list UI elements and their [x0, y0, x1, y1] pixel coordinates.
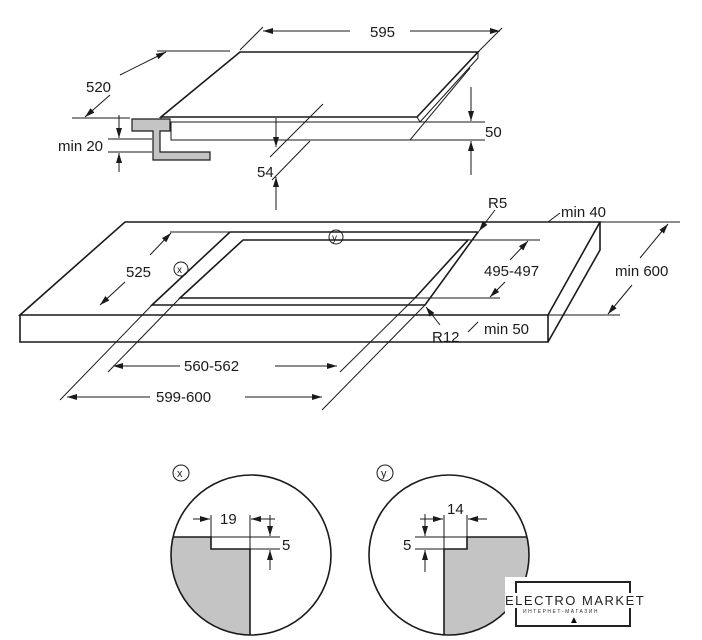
marker-y-circle	[328, 229, 344, 245]
watermark-name: ELECTRO MARKET	[505, 593, 646, 608]
hob-perspective: 595 520 min 20 50 54	[58, 24, 503, 210]
svg-text:min 40: min 40	[561, 204, 606, 221]
dim-depth-520: 520	[86, 79, 111, 96]
svg-text:R12: R12	[432, 329, 460, 346]
cutout-outer	[149, 231, 480, 306]
detail-x: x 19 5	[170, 464, 332, 636]
cursor-icon: ▲	[569, 615, 579, 626]
worktop-bracket-section	[131, 118, 211, 161]
svg-text:525: 525	[126, 264, 151, 281]
svg-text:R5: R5	[488, 195, 507, 212]
svg-text:y: y	[381, 468, 387, 480]
svg-text:5: 5	[282, 537, 290, 554]
svg-text:599-600: 599-600	[156, 389, 211, 406]
hob-body	[170, 67, 471, 141]
svg-text:14: 14	[447, 501, 464, 518]
svg-text:min 50: min 50	[484, 321, 529, 338]
svg-text:y: y	[332, 233, 337, 244]
dim-54: 54	[257, 164, 274, 181]
watermark-subtitle: ИНТЕРНЕТ-МАГАЗИН	[523, 609, 599, 615]
watermark-logo: ELECTRO MARKET ИНТЕРНЕТ-МАГАЗИН ▲	[505, 577, 655, 633]
marker-x-circle	[173, 261, 189, 277]
dim-height-50: 50	[485, 124, 502, 141]
worktop-edge	[19, 222, 601, 343]
cutout-inner	[177, 239, 470, 299]
svg-text:560-562: 560-562	[184, 358, 239, 375]
svg-text:x: x	[177, 265, 182, 276]
svg-text:495-497: 495-497	[484, 263, 539, 280]
svg-text:5: 5	[403, 537, 411, 554]
svg-text:19: 19	[220, 511, 237, 528]
svg-text:x: x	[177, 468, 183, 480]
dim-width-595: 595	[370, 24, 395, 41]
dim-min-20: min 20	[58, 138, 103, 155]
worktop-cutout: y x R5 min 40 525 495-497 min 600 R12 mi…	[17, 195, 680, 411]
svg-text:min 600: min 600	[615, 263, 668, 280]
